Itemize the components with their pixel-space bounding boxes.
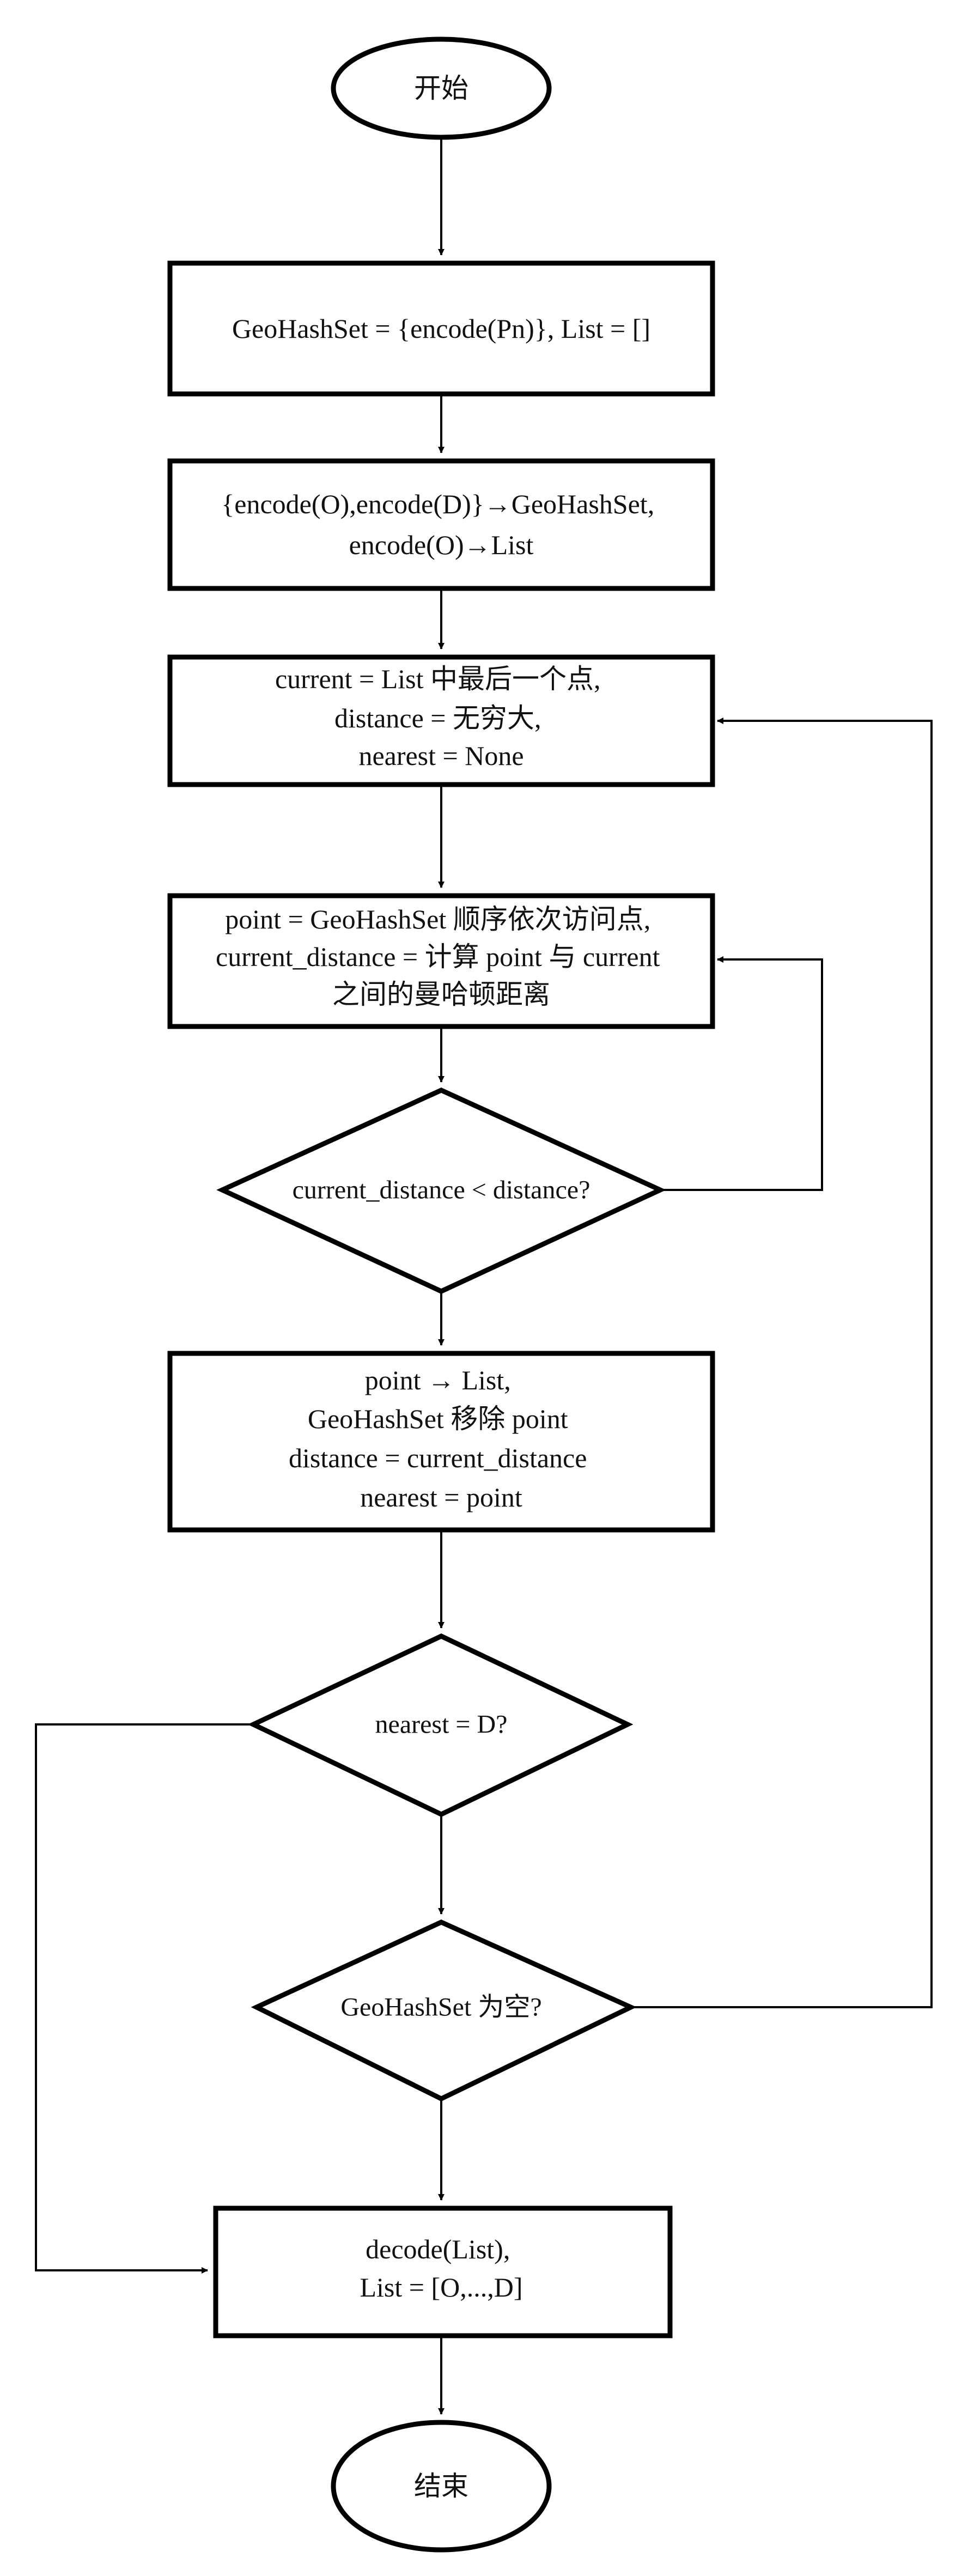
- empty-decision: GeoHashSet 为空?: [251, 1919, 637, 2102]
- decode-step: decode(List), List = [O,...,D]: [213, 2206, 673, 2338]
- current-line-1: current = List 中最后一个点,: [275, 664, 601, 694]
- add-od-text: {encode(O),encode(D)}→GeoHashSet, encode…: [221, 489, 661, 560]
- update-line-3: distance = current_distance: [289, 1443, 587, 1473]
- nearest-decision: nearest = D?: [247, 1633, 634, 1817]
- update-step-text: point → List, GeoHashSet 移除 point distan…: [289, 1365, 594, 1512]
- nearest-decision-label: nearest = D?: [375, 1710, 508, 1739]
- current-line-2: distance = 无穷大,: [334, 703, 541, 733]
- iterate-step-text: point = GeoHashSet 顺序依次访问点, current_dist…: [216, 904, 667, 1010]
- init-step: GeoHashSet = {encode(Pn)}, List = []: [167, 260, 715, 397]
- distance-decision: current_distance < distance?: [216, 1087, 666, 1294]
- distance-decision-label: current_distance < distance?: [293, 1176, 591, 1205]
- decode-line-1: decode(List),: [366, 2234, 510, 2264]
- connector-distance-no-loop: [660, 956, 823, 1191]
- iterate-line-2: current_distance = 计算 point 与 current: [216, 941, 660, 972]
- add-od-line-2: encode(O)→List: [349, 530, 534, 560]
- iterate-step: point = GeoHashSet 顺序依次访问点, current_dist…: [167, 893, 715, 1029]
- current-step: current = List 中最后一个点, distance = 无穷大, n…: [167, 654, 715, 787]
- update-line-4: nearest = point: [360, 1482, 522, 1512]
- decode-line-2: List = [O,...,D]: [360, 2272, 523, 2302]
- start-label: 开始: [414, 73, 468, 104]
- iterate-line-3: 之间的曼哈顿距离: [332, 979, 550, 1010]
- add-od-line-1: {encode(O),encode(D)}→GeoHashSet,: [221, 489, 654, 519]
- update-line-2: GeoHashSet 移除 point: [308, 1404, 568, 1434]
- connectors: [35, 137, 933, 2415]
- add-od-step: {encode(O),encode(D)}→GeoHashSet, encode…: [167, 458, 715, 591]
- update-line-1: point → List,: [365, 1365, 511, 1395]
- end-terminal: 结束: [331, 2420, 552, 2553]
- update-step: point → List, GeoHashSet 移除 point distan…: [167, 1351, 715, 1533]
- init-step-text: GeoHashSet = {encode(Pn)}, List = []: [232, 313, 650, 344]
- current-line-3: nearest = None: [358, 740, 523, 771]
- iterate-line-1: point = GeoHashSet 顺序依次访问点,: [225, 904, 650, 934]
- current-step-text: current = List 中最后一个点, distance = 无穷大, n…: [275, 664, 607, 771]
- decode-step-text: decode(List), List = [O,...,D]: [360, 2234, 523, 2302]
- end-label: 结束: [414, 2471, 468, 2501]
- empty-decision-label: GeoHashSet 为空?: [340, 1993, 541, 2022]
- connector-nearest-yes-to-decode: [35, 1723, 253, 2274]
- start-terminal: 开始: [331, 37, 552, 140]
- connector-empty-no-loop: [631, 718, 933, 2008]
